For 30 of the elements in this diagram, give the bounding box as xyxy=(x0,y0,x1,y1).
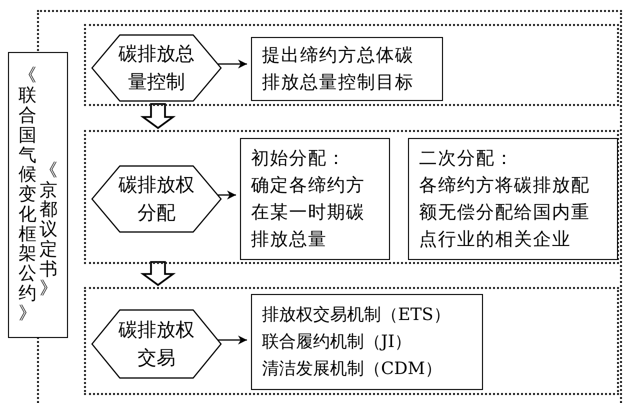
block-arrow xyxy=(140,261,176,286)
node-text: 清洁发展机制（CDM） xyxy=(262,358,444,380)
hexagon-node xyxy=(91,165,222,233)
text-box xyxy=(251,37,443,101)
dotted-frame xyxy=(37,10,622,403)
text-box xyxy=(251,294,483,390)
text-box xyxy=(408,138,618,260)
node-text: 碳排放权分配 xyxy=(118,173,196,226)
arrow xyxy=(218,190,236,200)
hexagon-node xyxy=(91,34,222,102)
node-text: 确定各缔约方在某一时期碳排放总量 xyxy=(251,174,366,252)
hexagon-node xyxy=(91,309,222,379)
vertical-text: 《联合国气候变化框架公约》 xyxy=(18,66,36,324)
text-box xyxy=(240,138,390,260)
arrow xyxy=(218,336,247,344)
node-text: 碳排放权交易 xyxy=(118,318,196,371)
node-text: 提出缔约方总体碳排放总量控制目标 xyxy=(262,44,415,95)
dotted-band xyxy=(84,287,619,395)
node-text: 联合履约机制（JI） xyxy=(262,330,413,354)
node-text: 二次分配： xyxy=(419,147,515,171)
dotted-band xyxy=(84,130,619,264)
block-arrow xyxy=(140,103,176,130)
text-box xyxy=(8,52,68,338)
node-text: 各缔约方将碳排放配额无偿分配给国内重点行业的相关企业 xyxy=(419,174,591,252)
node-text: 碳排放总量控制 xyxy=(118,42,196,95)
dotted-band xyxy=(84,24,619,106)
node-text: 初始分配： xyxy=(251,147,347,171)
arrow xyxy=(218,60,247,68)
node-text: 排放权交易机制（ETS） xyxy=(262,304,452,326)
vertical-text: 《京都议定书》 xyxy=(40,160,58,300)
